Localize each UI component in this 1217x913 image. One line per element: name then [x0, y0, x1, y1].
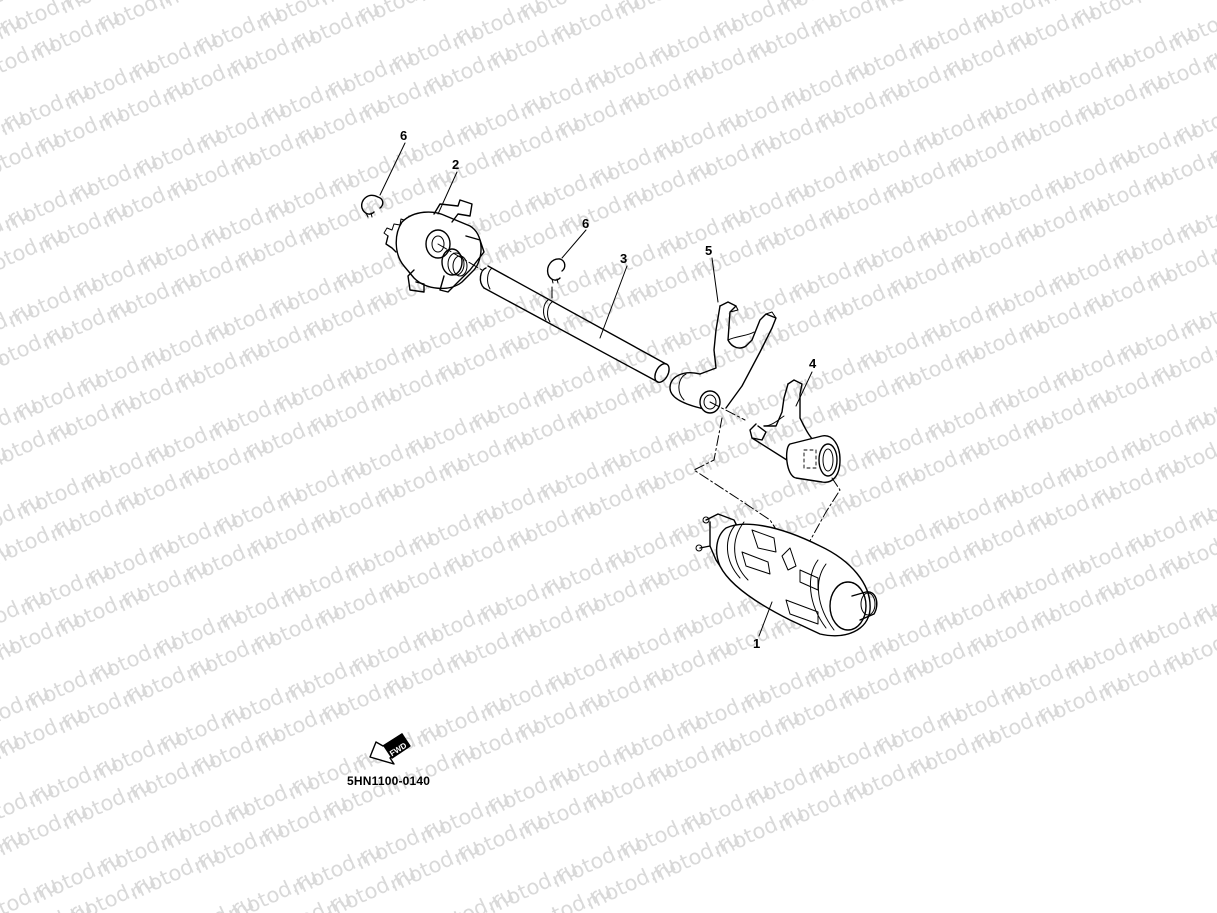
- fwd-direction-arrow: FWD: [369, 733, 411, 765]
- callout-5: 5: [705, 243, 712, 258]
- shift-fork-small-icon[interactable]: [749, 379, 841, 483]
- leader-line-5: [711, 257, 719, 303]
- callout-1: 1: [753, 636, 760, 651]
- leader-line-3: [599, 265, 628, 339]
- segment-assembly-icon[interactable]: [383, 199, 485, 293]
- shift-fork-large-icon[interactable]: [669, 301, 777, 414]
- callout-6b: 6: [582, 216, 589, 231]
- leader-line-6a: [379, 142, 406, 196]
- circlip-upper-icon[interactable]: [361, 194, 384, 218]
- callout-4: 4: [809, 356, 817, 371]
- shift-drum-icon[interactable]: [695, 513, 878, 637]
- leader-line-1: [758, 601, 773, 637]
- guide-bar-icon[interactable]: [479, 265, 672, 385]
- leader-line-4: [795, 371, 813, 407]
- callout-2: 2: [452, 157, 459, 172]
- callout-6a: 6: [400, 128, 407, 143]
- leader-line-2: [437, 171, 458, 215]
- callout-3: 3: [620, 251, 627, 266]
- circlip-on-bar-icon[interactable]: [546, 258, 566, 299]
- leader-line-6b: [561, 229, 587, 259]
- drawing-code: 5HN1100-0140: [347, 774, 431, 788]
